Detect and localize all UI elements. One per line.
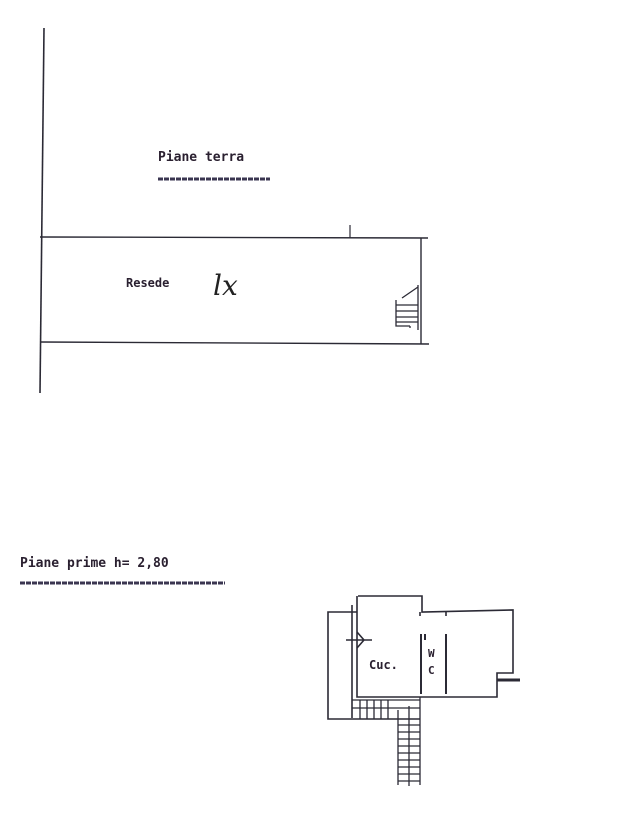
resede-label: Resede bbox=[126, 276, 169, 290]
first-floor-plan: Piane prime h= 2,80 Cuc. W C bbox=[20, 556, 520, 786]
resede-top-edge bbox=[39, 236, 429, 239]
ground-floor-plan: Piane terra Resede lx bbox=[39, 27, 430, 394]
ground-floor-title: Piane terra bbox=[158, 150, 244, 165]
wc-label-w: W bbox=[428, 647, 435, 660]
kitchen-label: Cuc. bbox=[369, 658, 398, 672]
first-floor-title: Piane prime h= 2,80 bbox=[20, 556, 169, 571]
wc-walls bbox=[420, 634, 447, 694]
handwritten-mark: lx bbox=[213, 269, 238, 302]
wc-label-c: C bbox=[428, 664, 435, 677]
external-staircase bbox=[352, 697, 421, 786]
spiral-stair-icon bbox=[395, 285, 419, 330]
resede-bottom-edge bbox=[39, 341, 430, 345]
boundary-line bbox=[39, 27, 45, 394]
